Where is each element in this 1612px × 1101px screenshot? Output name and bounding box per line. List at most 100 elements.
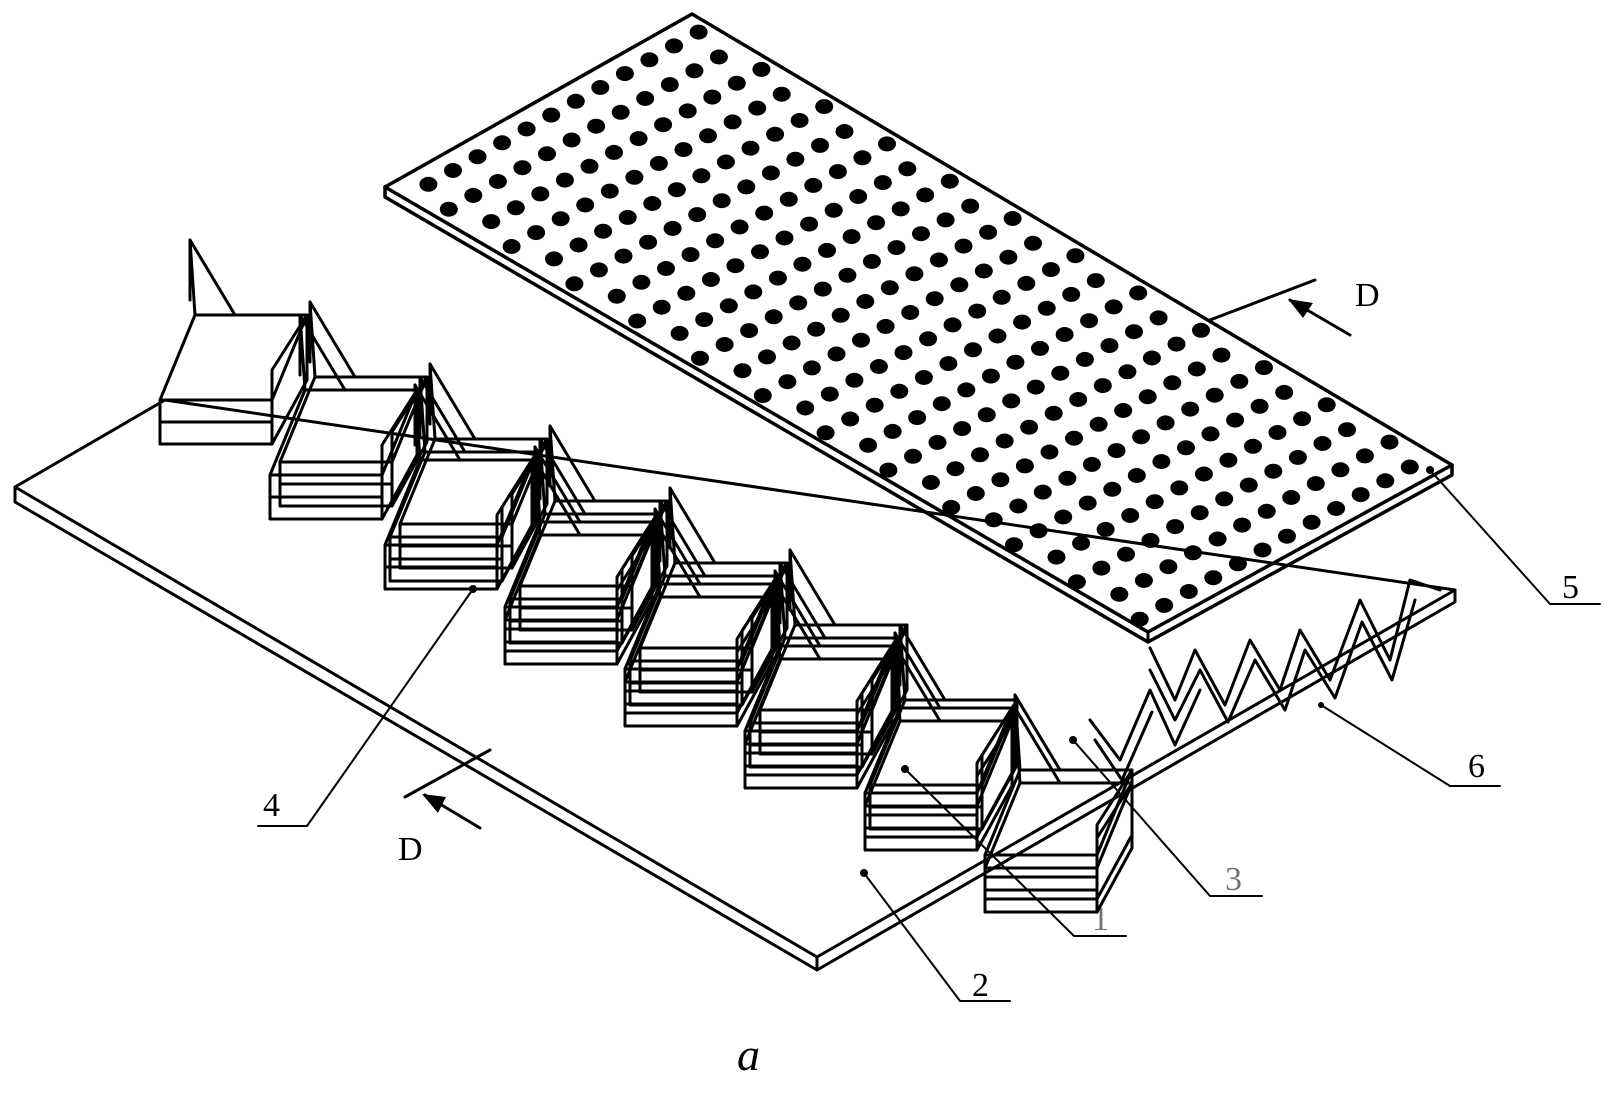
hole xyxy=(1206,388,1224,403)
hole xyxy=(1005,537,1023,552)
hole xyxy=(953,421,971,436)
hole xyxy=(838,268,856,283)
hole xyxy=(1114,403,1132,418)
hole xyxy=(804,178,822,193)
hole xyxy=(1065,431,1083,446)
hole xyxy=(625,170,643,185)
hole xyxy=(1146,494,1164,509)
hole xyxy=(601,184,619,199)
hole xyxy=(908,410,926,425)
hole xyxy=(815,99,833,114)
hole xyxy=(807,322,825,337)
hole xyxy=(961,199,979,214)
hole xyxy=(695,312,713,327)
hole xyxy=(1094,378,1112,393)
hole xyxy=(503,239,521,254)
hole xyxy=(1062,287,1080,302)
hole xyxy=(776,231,794,246)
hole xyxy=(724,114,742,129)
hole xyxy=(1254,543,1272,558)
hole xyxy=(1157,415,1175,430)
callout-4: 4 xyxy=(258,585,477,826)
hole xyxy=(661,77,679,92)
hole xyxy=(685,63,703,78)
hole xyxy=(1072,536,1090,551)
hole xyxy=(527,225,545,240)
hole xyxy=(675,142,693,157)
hole xyxy=(605,145,623,160)
hole xyxy=(975,264,993,279)
section-marker-bottom: D xyxy=(398,750,490,868)
hole xyxy=(971,447,989,462)
hole xyxy=(867,215,885,230)
hole xyxy=(769,271,787,286)
hole xyxy=(542,108,560,123)
hole xyxy=(941,174,959,189)
hole xyxy=(1215,491,1233,506)
hole xyxy=(765,309,783,324)
hole xyxy=(702,272,720,287)
hole xyxy=(817,425,835,440)
section-label-d-bottom: D xyxy=(398,831,423,868)
hole xyxy=(916,188,934,203)
hole xyxy=(489,174,507,189)
hole xyxy=(1129,286,1147,301)
hole xyxy=(1230,374,1248,389)
hole xyxy=(1195,467,1213,482)
hole xyxy=(780,192,798,207)
hole xyxy=(713,193,731,208)
hole xyxy=(870,359,888,374)
hole xyxy=(1042,262,1060,277)
hole xyxy=(726,258,744,273)
hole xyxy=(706,233,724,248)
hole xyxy=(1202,426,1220,441)
hole xyxy=(845,373,863,388)
hole xyxy=(895,345,913,360)
hole xyxy=(1117,547,1135,562)
hole xyxy=(734,363,752,378)
hole xyxy=(863,254,881,269)
hole xyxy=(843,229,861,244)
hole xyxy=(1264,464,1282,479)
hole xyxy=(679,103,697,118)
hole xyxy=(643,196,661,211)
hole xyxy=(1087,273,1105,288)
hole xyxy=(1191,505,1209,520)
hole xyxy=(699,128,717,143)
hole xyxy=(793,257,811,272)
hole xyxy=(581,159,599,174)
hole xyxy=(1125,324,1143,339)
hole xyxy=(1303,515,1321,530)
hole xyxy=(878,136,896,151)
hole xyxy=(818,243,836,258)
hole xyxy=(731,220,749,235)
hole xyxy=(1251,399,1269,414)
hole xyxy=(710,50,728,65)
hole xyxy=(1258,504,1276,519)
hole xyxy=(688,207,706,222)
hole xyxy=(989,329,1007,344)
hole xyxy=(1314,436,1332,451)
hole xyxy=(1293,411,1311,426)
hole xyxy=(879,463,897,478)
hole xyxy=(1079,496,1097,511)
hole xyxy=(1278,529,1296,544)
hole xyxy=(1054,510,1072,525)
hole xyxy=(996,434,1014,449)
hole xyxy=(1170,480,1188,495)
hole xyxy=(608,289,626,304)
hole xyxy=(1376,473,1394,488)
hole xyxy=(1155,598,1173,613)
hole xyxy=(933,396,951,411)
hole xyxy=(1226,413,1244,428)
hole xyxy=(531,186,549,201)
hole xyxy=(982,369,1000,384)
hole xyxy=(915,370,933,385)
hole xyxy=(1097,522,1115,537)
hole xyxy=(1212,348,1230,363)
hole xyxy=(836,124,854,139)
hole xyxy=(829,164,847,179)
hole xyxy=(1080,313,1098,328)
hole xyxy=(1048,550,1066,565)
